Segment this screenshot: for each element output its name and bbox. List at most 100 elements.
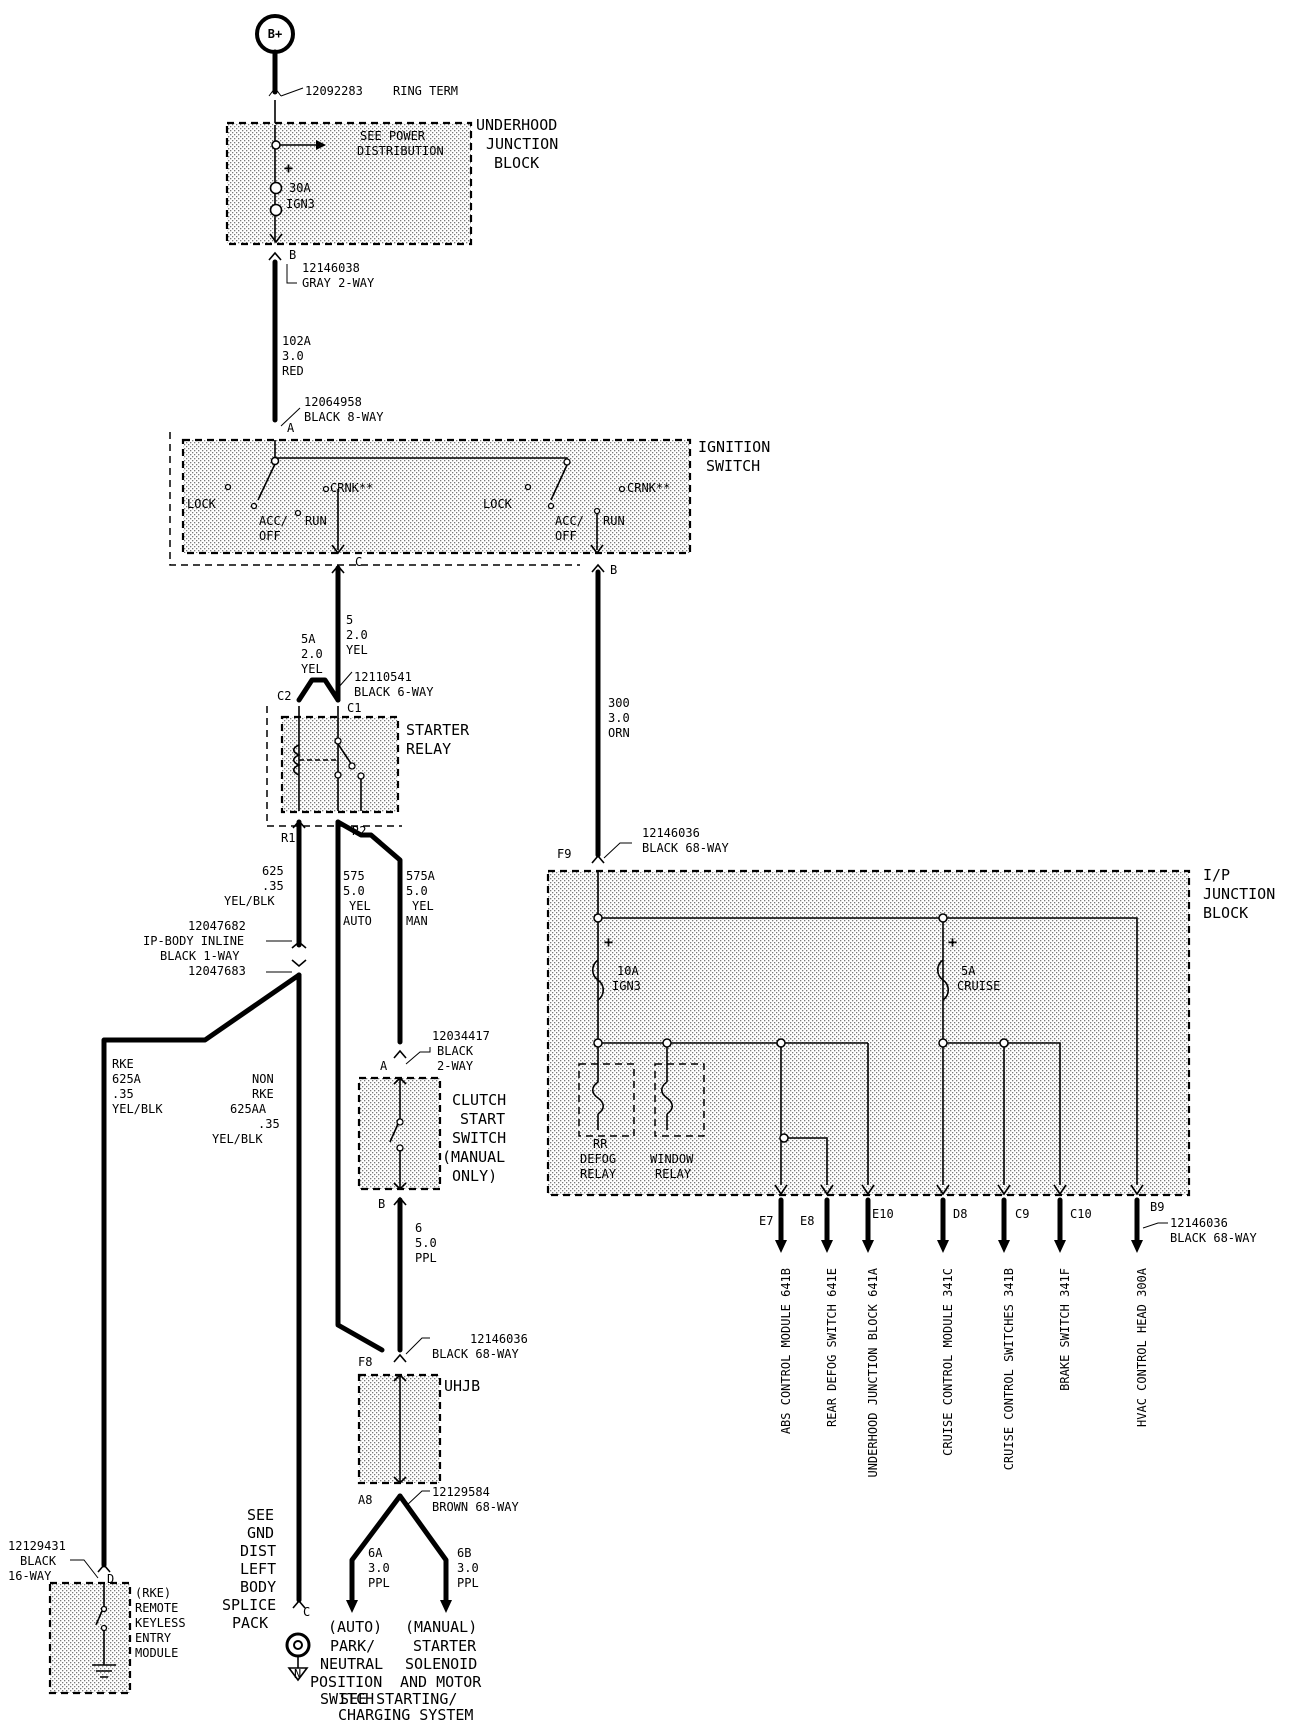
wire-625-color: YEL/BLK — [224, 894, 275, 908]
wire-625a-3: .35 — [112, 1087, 134, 1101]
wire-6a — [349, 1493, 403, 1608]
ip-pin-b9: B9 — [1150, 1200, 1164, 1214]
park-neutral-2: PARK/ — [330, 1637, 375, 1655]
rke-pin: D — [107, 1572, 114, 1586]
ign-right-crnk: CRNK** — [627, 481, 670, 495]
uhjb-conn-1: 12146036 — [470, 1332, 528, 1346]
wire-6b-gauge: 3.0 — [457, 1561, 479, 1575]
park-neutral-1: (AUTO) — [328, 1618, 382, 1636]
battery-terminal: B+ — [255, 14, 295, 54]
clutch-title-3: SWITCH — [452, 1129, 506, 1147]
rr-defog-3: RELAY — [580, 1167, 617, 1181]
ip-pin-d8: D8 — [953, 1207, 967, 1221]
ground-label-2: GND — [247, 1524, 274, 1542]
ring-term-part: 12092283 — [305, 84, 363, 98]
see-power-1: SEE POWER — [360, 129, 426, 143]
wire-6a-num: 6A — [368, 1546, 383, 1560]
ring-term-label: RING TERM — [393, 84, 458, 98]
wire-5a-gauge: 2.0 — [301, 647, 323, 661]
wire-102a-color: RED — [282, 364, 304, 378]
ground-pin: C — [303, 1605, 310, 1619]
ip-pin-f9: F9 — [557, 847, 571, 861]
wire-102a-gauge: 3.0 — [282, 349, 304, 363]
ground-label-7: PACK — [232, 1614, 268, 1632]
starter-pin-c2: C2 — [277, 689, 291, 703]
ip-fuse1-plus: + — [604, 933, 613, 951]
ip-pin-e8: E8 — [800, 1214, 814, 1228]
ground-splice: N — [285, 1599, 311, 1682]
rr-defog-2: DEFOG — [580, 1152, 616, 1166]
clutch-pin-a: A — [380, 1059, 388, 1073]
inline-conn-2: IP-BODY INLINE — [143, 934, 244, 948]
ip-output-arrows — [774, 1184, 1144, 1196]
wire-5-color: YEL — [346, 643, 368, 657]
ip-title-1: I/P — [1203, 866, 1230, 884]
starter-motor-4: AND MOTOR — [400, 1673, 482, 1691]
clutch-pin-b: B — [378, 1197, 385, 1211]
uhjb-pin-a8: A8 — [358, 1493, 372, 1507]
ground-label-3: DIST — [240, 1542, 276, 1560]
wire-6a-color: PPL — [368, 1576, 390, 1590]
ign-left-run: RUN — [305, 514, 327, 528]
starter-pin-c1: C1 — [347, 701, 361, 715]
window-relay-1: WINDOW — [650, 1152, 694, 1166]
ground-label-5: BODY — [240, 1578, 276, 1596]
wire-625a-4: YEL/BLK — [112, 1102, 163, 1116]
ip-fuse2-name: CRUISE — [957, 979, 1000, 993]
clutch-title-2: START — [460, 1110, 505, 1128]
ip-title-2: JUNCTION — [1203, 885, 1275, 903]
wire-300-gauge: 3.0 — [608, 711, 630, 725]
ip-pin-e10: E10 — [872, 1207, 894, 1221]
underhood-conn-desc: GRAY 2-WAY — [302, 276, 375, 290]
uhjb-conn-2: BLACK 68-WAY — [432, 1347, 519, 1361]
wire-5a-num: 5A — [301, 632, 316, 646]
clutch-title-4: (MANUAL — [442, 1148, 505, 1166]
wire-575-num: 575 — [343, 869, 365, 883]
clutch-title-1: CLUTCH — [452, 1091, 506, 1109]
wire-575 — [335, 819, 385, 1353]
output-underhood-jb: UNDERHOOD JUNCTION BLOCK 641A — [866, 1267, 880, 1477]
ignition-conn-pin: A — [287, 421, 295, 435]
underhood-plus: + — [284, 159, 293, 177]
ignition-pin-c: C — [355, 555, 362, 569]
underhood-fuse-name: IGN3 — [286, 197, 315, 211]
underhood-title-2: JUNCTION — [486, 135, 558, 153]
clutch-conn-3: 2-WAY — [437, 1059, 474, 1073]
wire-575-type: AUTO — [343, 914, 372, 928]
window-relay-outline — [654, 1063, 705, 1137]
ignition-conn-part: 12064958 — [304, 395, 362, 409]
ip-fuse1-name: IGN3 — [612, 979, 641, 993]
ignition-switch — [181, 438, 692, 555]
ign-right-acc-2: OFF — [555, 529, 577, 543]
output-abs-module: ABS CONTROL MODULE 641B — [779, 1268, 793, 1434]
wire-6-color: PPL — [415, 1251, 437, 1265]
wire-5a — [296, 677, 341, 703]
underhood-title-3: BLOCK — [494, 154, 539, 172]
wire-6a-gauge: 3.0 — [368, 1561, 390, 1575]
underhood-title-1: UNDERHOOD — [476, 116, 557, 134]
ign-right-lock: LOCK — [483, 497, 513, 511]
wire-5-num: 5 — [346, 613, 353, 627]
ignition-switch-outline — [169, 432, 580, 566]
ip-internal-bus — [591, 871, 1138, 1185]
clutch-conn-1: 12034417 — [432, 1029, 490, 1043]
ign-right-run: RUN — [603, 514, 625, 528]
output-rear-defog: REAR DEFOG SWITCH 641E — [825, 1268, 839, 1427]
underhood-conn-part: 12146038 — [302, 261, 360, 275]
wire-6-num: 6 — [415, 1221, 422, 1235]
wire-6b — [397, 1493, 449, 1608]
wire-575a-color: YEL — [412, 899, 434, 913]
wire-575a-gauge: 5.0 — [406, 884, 428, 898]
ignition-title-1: IGNITION — [698, 438, 770, 456]
ground-label-4: LEFT — [240, 1560, 276, 1578]
see-starting-1: SEE STARTING/ — [340, 1690, 457, 1708]
ip-conn-top-2: BLACK 68-WAY — [642, 841, 729, 855]
rke-title-3: KEYLESS — [135, 1616, 186, 1630]
inline-conn-3: BLACK 1-WAY — [160, 949, 240, 963]
clutch-conn-2: BLACK — [437, 1044, 474, 1058]
wire-625-num: 625 — [262, 864, 284, 878]
starter-conn-part: 12110541 — [354, 670, 412, 684]
starter-conn-desc: BLACK 6-WAY — [354, 685, 434, 699]
ip-fuse1-amp: 10A — [617, 964, 639, 978]
